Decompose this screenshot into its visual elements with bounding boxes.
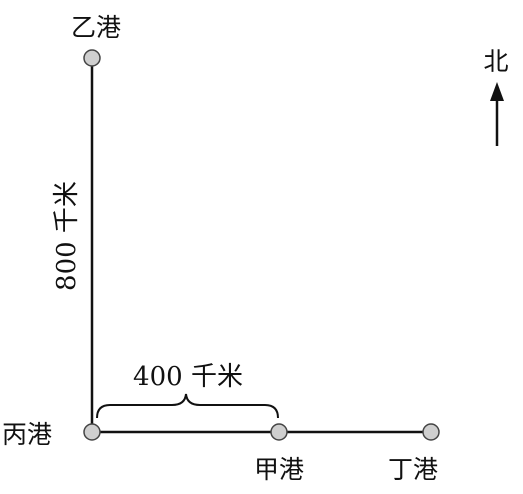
port-bing-marker <box>83 423 101 441</box>
port-yi-marker <box>83 49 101 67</box>
port-bing-label: 丙港 <box>2 420 52 449</box>
port-ding-marker <box>422 423 440 441</box>
port-yi-label: 乙港 <box>71 13 121 42</box>
port-ding-label: 丁港 <box>388 455 438 484</box>
distance-brace <box>96 393 279 419</box>
distance-bing-yi-label: 800 千米 <box>52 181 82 291</box>
compass-north-label: 北 <box>483 47 508 76</box>
north-arrow-icon <box>490 82 504 146</box>
port-jia-label: 甲港 <box>254 455 304 484</box>
port-jia-marker <box>270 423 288 441</box>
distance-bing-jia-label: 400 千米 <box>133 362 243 392</box>
